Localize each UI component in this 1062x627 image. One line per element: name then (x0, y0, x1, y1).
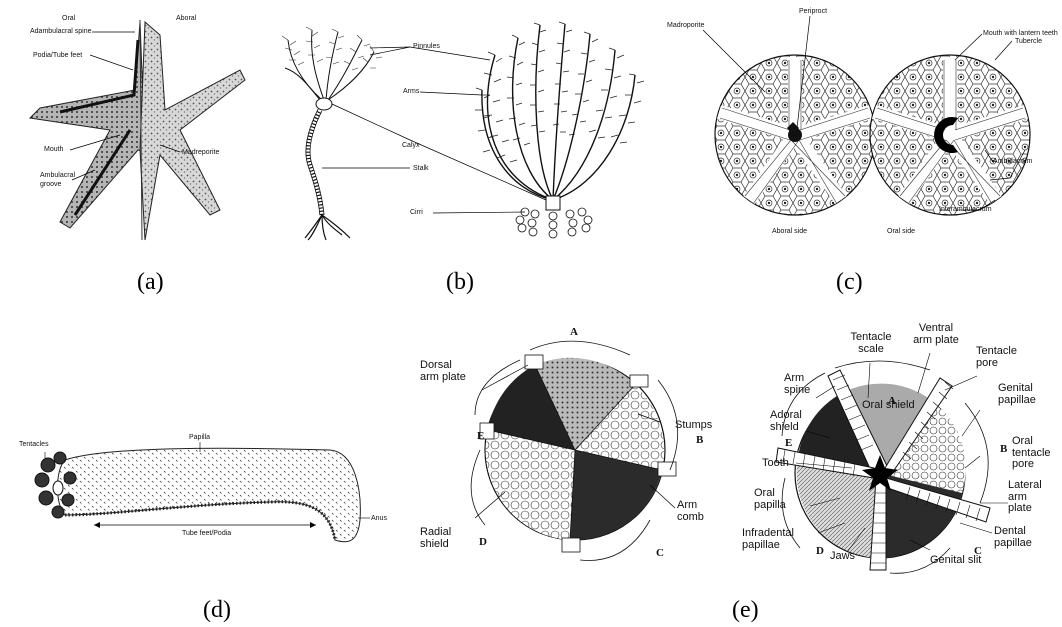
label-mouth: Mouth (44, 146, 63, 153)
label-oral-shield: Oral shield (862, 400, 915, 412)
caption-c: (c) (836, 270, 863, 294)
panel-d-sea-cucumber: Tentacles Papilla Anus Tube feet/Podia (10, 420, 400, 570)
starfish-illustration (0, 0, 250, 245)
sector-a-left: A (570, 327, 578, 339)
label-ambulacral: Ambulacral (40, 172, 75, 179)
label-tube-feet: Tube feet/Podia (182, 530, 231, 537)
label-aboral: Aboral (176, 15, 196, 22)
label-jaws: Jaws (830, 551, 855, 563)
label-stumps: Stumps (675, 420, 712, 432)
label-oral: Oral (62, 15, 75, 22)
label-aboral-side: Aboral side (772, 228, 807, 235)
sea-cucumber-illustration (10, 420, 400, 570)
label-periproct: Periproct (799, 8, 827, 15)
label-tubercle: Tubercle (1015, 38, 1042, 45)
label-madreporite: Madreporite (182, 149, 219, 156)
sector-e-left: E (477, 431, 484, 443)
label-oral-side: Oral side (887, 228, 915, 235)
label-groove: groove (40, 181, 61, 188)
caption-a: (a) (137, 270, 164, 294)
panel-a-starfish: Oral Aboral Adambulacral spine Podia/Tub… (0, 0, 250, 245)
label-ambulacrum: Ambulacrum (993, 158, 1032, 165)
label-interambulacrum: Interambulacrum (939, 206, 992, 213)
label-tooth: Tooth (762, 458, 789, 470)
brittle-star-aboral-illustration (420, 320, 730, 590)
caption-d: (d) (203, 598, 231, 622)
panel-b-crinoid: Pinnules Arms Calyx Stalk Cirri (270, 0, 650, 250)
label-adambulacral-spine: Adambulacral spine (30, 28, 91, 35)
label-pinnules: Pinnules (413, 43, 440, 50)
label-madroporite: Madroporite (667, 22, 704, 29)
sector-d-left: D (479, 537, 487, 549)
sector-b-right: B (1000, 444, 1007, 456)
label-calyx: Calyx (402, 142, 420, 149)
label-stalk: Stalk (413, 165, 429, 172)
caption-e: (e) (732, 598, 759, 622)
panel-c-sea-urchin: Periproct Madroporite Mouth with lantern… (665, 0, 1062, 245)
label-papilla: Papilla (189, 434, 210, 441)
label-anus: Anus (371, 515, 387, 522)
label-podia: Podia/Tube feet (33, 52, 82, 59)
label-arms: Arms (403, 88, 419, 95)
label-tentacles: Tentacles (19, 441, 49, 448)
sector-e-right: E (785, 438, 792, 450)
crinoid-illustration (270, 0, 650, 250)
sector-d-right: D (816, 546, 824, 558)
label-mouth-lantern: Mouth with lantern teeth (983, 30, 1058, 37)
sector-b-left: B (696, 435, 703, 447)
label-genital-slit: Genital slit (930, 555, 981, 567)
label-cirri: Cirri (410, 209, 423, 216)
sector-c-left: C (656, 548, 664, 560)
caption-b: (b) (446, 270, 474, 294)
